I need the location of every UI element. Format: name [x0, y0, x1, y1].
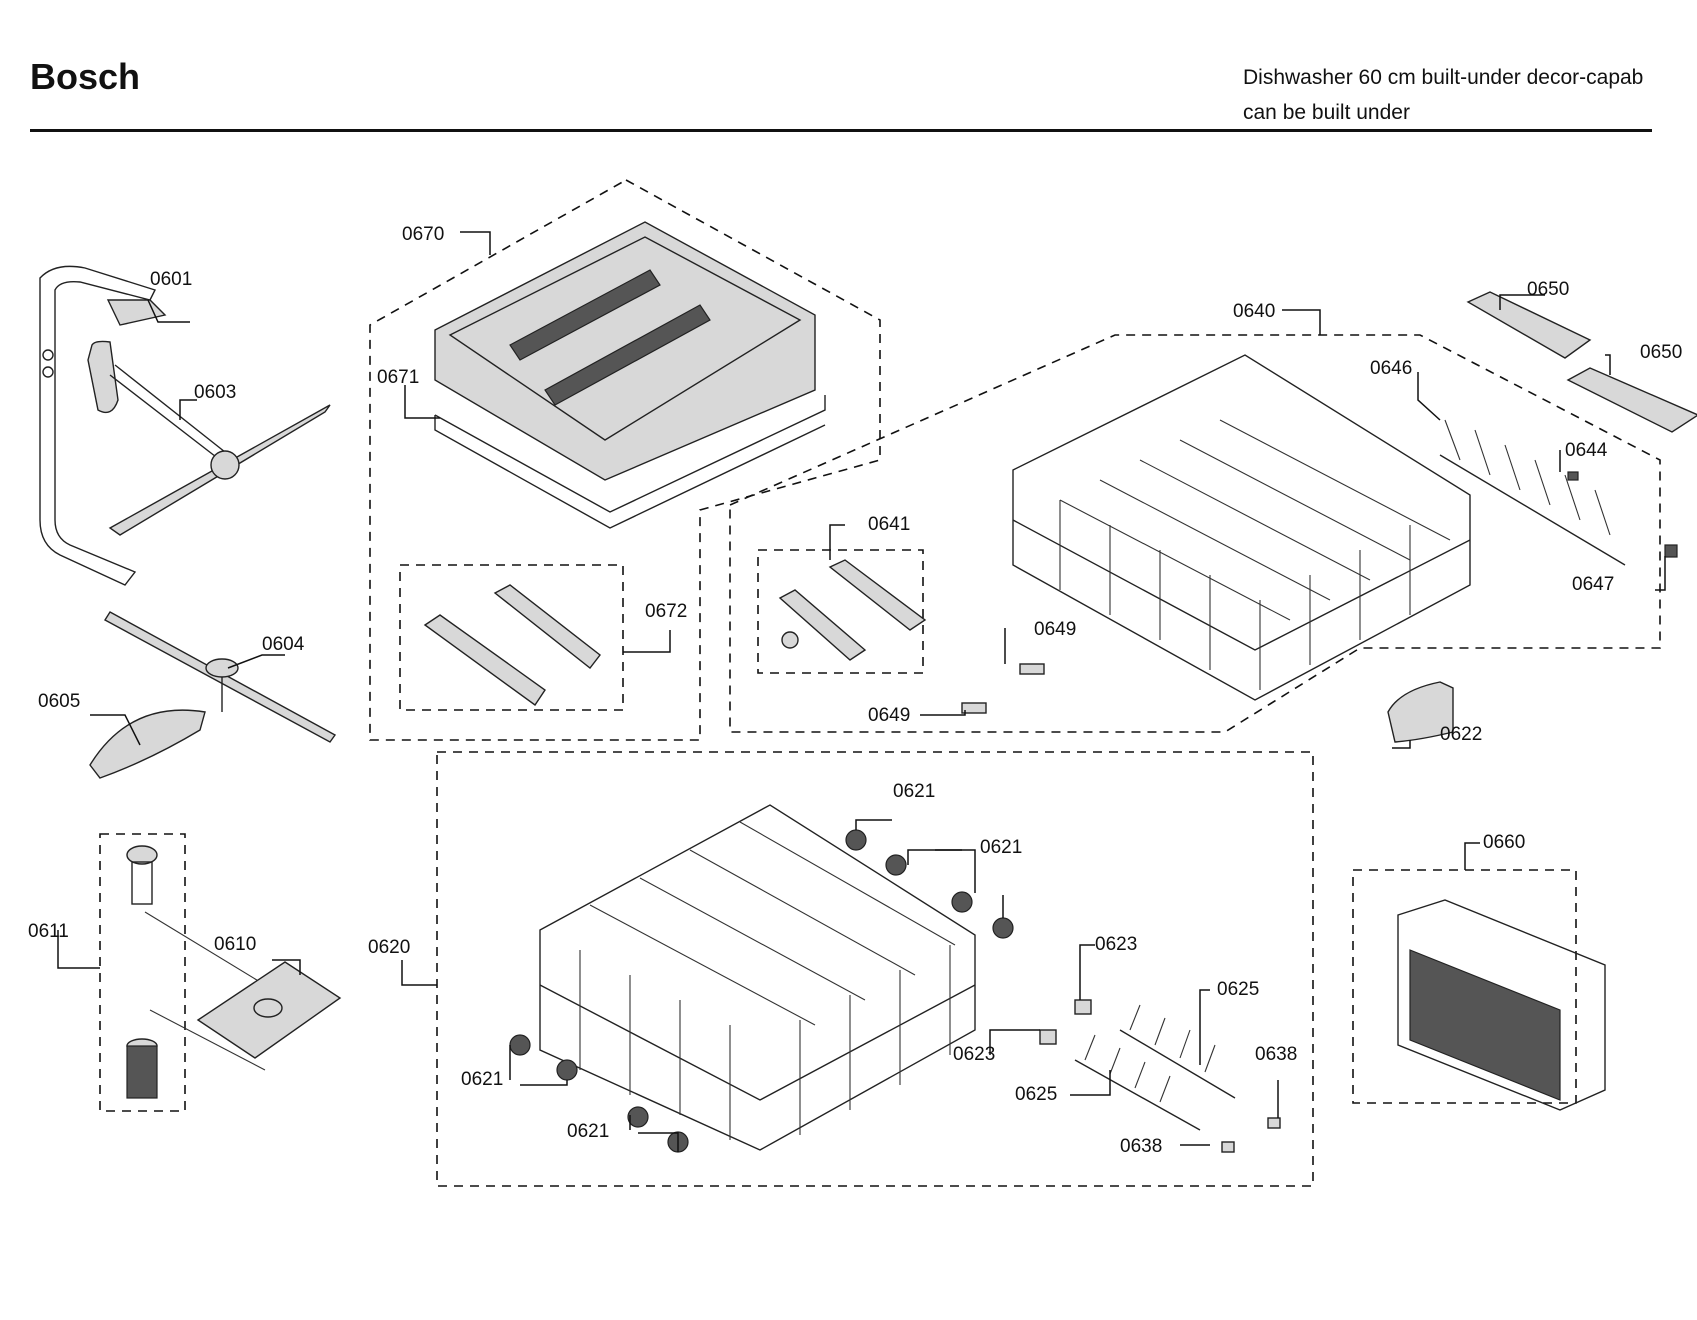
- callout-0623-lower: 0623: [953, 1044, 995, 1065]
- leader-0623a: [1079, 944, 1095, 1000]
- leader-0625b: [1070, 1070, 1111, 1096]
- callout-0611: 0611: [28, 921, 69, 942]
- leader-0672: [623, 630, 671, 653]
- stop-part-0647: [1664, 544, 1678, 558]
- group-box-0641: [757, 549, 924, 674]
- basket-handle-part: [1387, 681, 1454, 743]
- basket-wheel-parts: [509, 829, 1014, 1153]
- leader-0610: [272, 959, 301, 975]
- model-description: Dishwasher 60 cm built-under decor-capab…: [1243, 60, 1643, 130]
- callout-0649-lower: 0649: [868, 705, 910, 726]
- callout-0638-upper: 0638: [1255, 1044, 1297, 1065]
- callout-0640: 0640: [1233, 301, 1275, 322]
- callout-0650-lower: 0650: [1640, 342, 1682, 363]
- deflector-part: [89, 709, 206, 779]
- cutlery-drawer-part: [434, 221, 826, 529]
- callout-0603: 0603: [194, 382, 236, 403]
- header-rule: [30, 129, 1652, 132]
- callout-0610: 0610: [214, 934, 256, 955]
- rack-adjuster-parts: [778, 559, 927, 661]
- callout-0646: 0646: [1370, 358, 1412, 379]
- cutlery-basket-part: [1397, 899, 1606, 1111]
- callout-0671: 0671: [377, 367, 419, 388]
- callout-0650-upper: 0650: [1527, 279, 1569, 300]
- callout-0623-upper: 0623: [1095, 934, 1137, 955]
- brand-name: Bosch: [30, 56, 141, 97]
- leader-0620: [401, 960, 437, 986]
- callout-0605: 0605: [38, 691, 80, 712]
- upper-basket-part: [1012, 354, 1471, 701]
- callout-0672: 0672: [645, 601, 687, 622]
- leader-0601: [147, 299, 190, 323]
- callout-0638-lower: 0638: [1120, 1136, 1162, 1157]
- callout-0625-upper: 0625: [1217, 979, 1259, 1000]
- callout-0644: 0644: [1565, 440, 1608, 461]
- description-line-1: Dishwasher 60 cm built-under decor-capab: [1243, 66, 1644, 89]
- leader-0660: [1464, 842, 1480, 870]
- group-box-0611: [99, 833, 186, 1112]
- group-box-0620: [436, 751, 1314, 1187]
- leader-0621-top-right: [935, 849, 976, 893]
- callout-0625-lower: 0625: [1015, 1084, 1057, 1105]
- callout-0601: 0601: [150, 269, 192, 290]
- leader-0622: [1392, 740, 1411, 749]
- cup-rack-clip-parts: [1466, 291, 1697, 433]
- group-box-0672: [399, 564, 624, 711]
- group-box-0670: [369, 179, 881, 741]
- callout-0649-upper: 0649: [1034, 619, 1076, 640]
- leader-0650a: [1499, 294, 1545, 310]
- lower-basket-small-parts: [1039, 999, 1281, 1153]
- leader-0623b: [989, 1029, 1040, 1055]
- leader-0621b-c: [907, 849, 962, 865]
- leader-0646: [1417, 372, 1441, 421]
- group-box-0660: [1352, 869, 1577, 1104]
- callout-0621-lower-mid: 0621: [567, 1121, 609, 1142]
- stop-part-0644: [1567, 471, 1579, 481]
- callout-0670: 0670: [402, 224, 444, 245]
- callout-0604: 0604: [262, 634, 305, 655]
- flat-filter-part: [196, 961, 342, 1059]
- leader-0650b: [1605, 354, 1611, 375]
- description-line-2: can be built under: [1243, 101, 1410, 124]
- callout-0621-upper-right: 0621: [980, 837, 1022, 858]
- leader-0621f: [520, 1080, 568, 1086]
- leader-0621a: [855, 819, 892, 830]
- callout-0621-lower-left: 0621: [461, 1069, 503, 1090]
- leader-0604: [227, 654, 285, 669]
- leader-0640: [1282, 309, 1321, 335]
- leader-0621h: [638, 1132, 679, 1152]
- stop-part-0649-lower: [961, 702, 987, 714]
- callout-0620: 0620: [368, 937, 410, 958]
- stop-part-0649-upper: [1019, 663, 1045, 675]
- callout-0647: 0647: [1572, 574, 1614, 595]
- drawer-rail-parts: [423, 584, 601, 706]
- leader-0641: [829, 524, 845, 560]
- leader-0670: [460, 231, 491, 255]
- micro-filter-part: [126, 845, 266, 1099]
- tine-row-part: [1439, 419, 1626, 566]
- callout-0621-upper-left: 0621: [893, 781, 935, 802]
- lower-spray-arm-part: [104, 611, 337, 743]
- leader-0625a: [1199, 989, 1210, 1065]
- leader-0647: [1655, 556, 1666, 591]
- callout-0622: 0622: [1440, 724, 1482, 745]
- upper-spray-arm-part: [87, 340, 331, 536]
- callout-0641: 0641: [868, 514, 910, 535]
- leader-0649b: [920, 710, 966, 716]
- lower-basket-part: [539, 804, 976, 1151]
- leader-0605: [90, 714, 141, 746]
- spray-supply-tube-part: [39, 265, 167, 586]
- leader-0611: [57, 930, 100, 969]
- callout-0660: 0660: [1483, 832, 1525, 853]
- leader-0603: [179, 399, 197, 420]
- group-box-0640: [729, 334, 1661, 733]
- leader-0671: [404, 385, 440, 419]
